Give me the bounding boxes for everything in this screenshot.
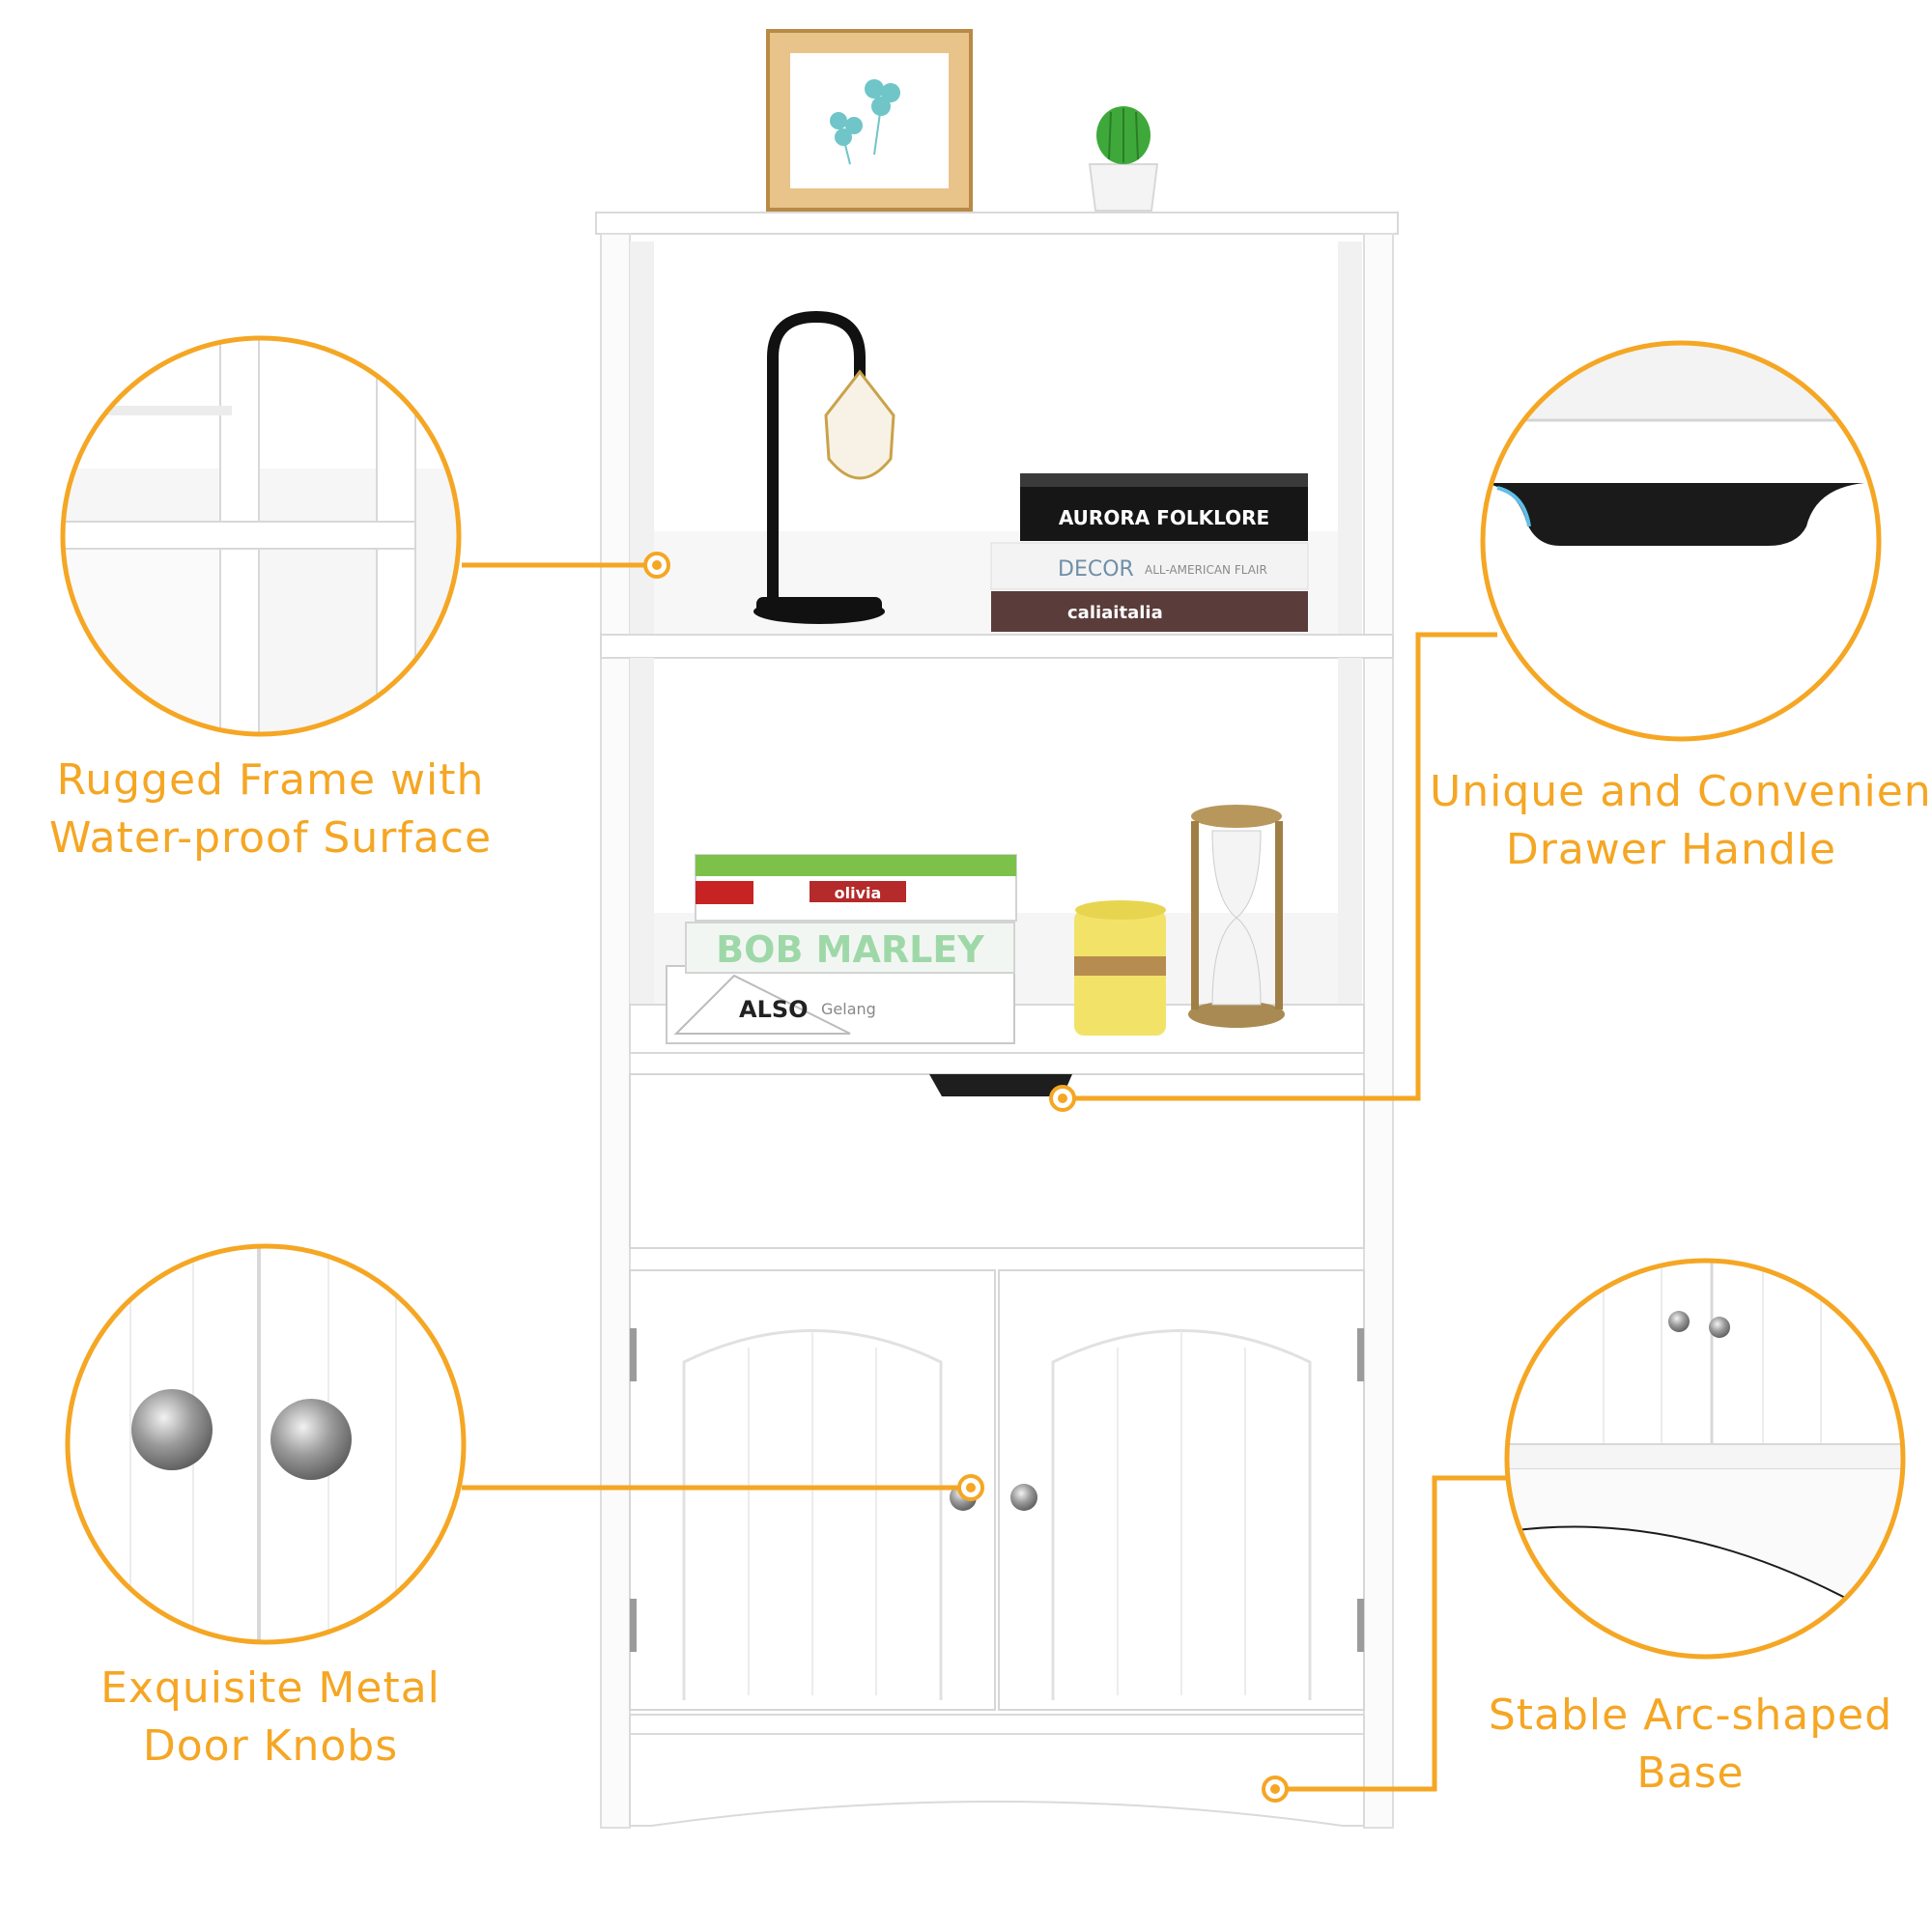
arc-base (629, 1733, 1365, 1827)
caption-frame: Rugged Frame with Water-proof Surface (39, 752, 502, 867)
caption-knobs-line1: Exquisite Metal (100, 1663, 440, 1713)
candle-icon (1074, 900, 1166, 1036)
cactus-plant-icon (1088, 106, 1159, 212)
book-title-bob-marley: BOB MARLEY (716, 928, 984, 971)
detail-circle-handle (1480, 340, 1882, 742)
book-title-aurora: AURORA FOLKLORE (1059, 506, 1269, 529)
book-stack-top (990, 473, 1309, 632)
knob-closeup-left-icon (131, 1389, 213, 1470)
caption-knobs: Exquisite Metal Door Knobs (58, 1660, 483, 1776)
desk-lamp-icon (753, 310, 895, 624)
book-subtitle-flair: ALL-AMERICAN FLAIR (1145, 563, 1267, 577)
caption-handle-line2: Drawer Handle (1505, 825, 1837, 874)
caption-base: Stable Arc-shaped Base (1478, 1687, 1903, 1803)
hourglass-icon (1188, 805, 1285, 1028)
caption-base-line1: Stable Arc-shaped (1488, 1690, 1893, 1740)
caption-frame-line1: Rugged Frame with (56, 755, 485, 805)
clover-art-icon (830, 79, 900, 165)
book-title-also: ALSO (739, 996, 809, 1023)
book-title-decor: DECOR (1058, 557, 1134, 582)
caption-handle-line1: Unique and Convenient (1430, 767, 1932, 816)
caption-base-line2: Base (1636, 1748, 1745, 1798)
right-knob-icon (1010, 1484, 1037, 1511)
book-title-calia: caliaitalia (1067, 603, 1163, 623)
caption-knobs-line2: Door Knobs (142, 1721, 399, 1771)
callout-lines (462, 562, 1510, 1792)
picture-frame (766, 29, 973, 212)
book-stack-bottom (666, 854, 1017, 1044)
book-title-olivia: olivia (835, 884, 882, 902)
drawer-handle-cutout (929, 1074, 1072, 1096)
caption-handle: Unique and Convenient Drawer Handle (1430, 763, 1932, 879)
knob-closeup-right-icon (270, 1399, 352, 1480)
callout-dots (643, 552, 1289, 1803)
caption-frame-line2: Water-proof Surface (48, 813, 493, 863)
detail-circle-base (1504, 1258, 1906, 1660)
detail-circle-frame (60, 335, 462, 737)
detail-circle-knobs (65, 1243, 467, 1645)
book-subtitle-gelang: Gelang (821, 1000, 876, 1018)
